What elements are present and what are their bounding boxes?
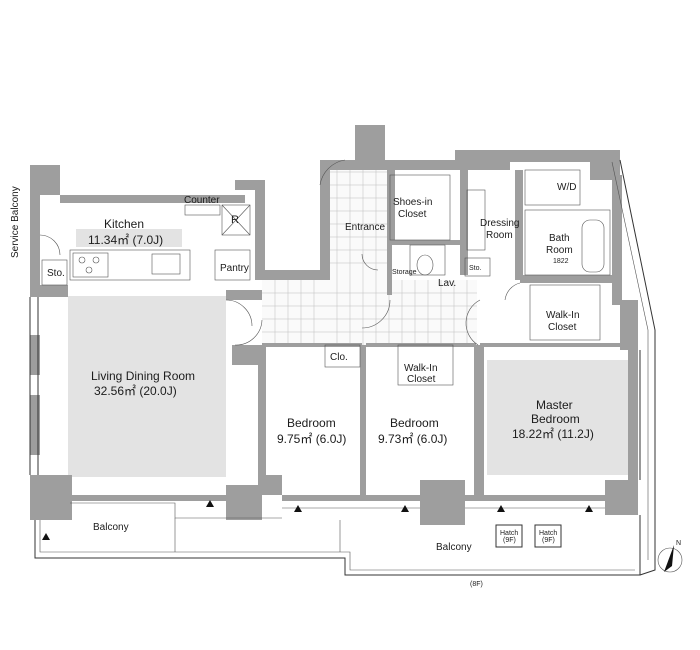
east-outline	[611, 159, 656, 576]
floor-note-label: (8F)	[470, 581, 483, 588]
walkin-master-label-2: Closet	[548, 322, 577, 333]
sto-lav-label: Sto.	[469, 265, 482, 272]
entrance-label: Entrance	[345, 222, 385, 233]
master-bedroom-label-1: Master	[536, 398, 573, 412]
walkin-bed2-label-2: Closet	[407, 374, 436, 385]
service-balcony-label: Service Balcony	[10, 186, 21, 258]
entrance-tiles	[262, 160, 477, 345]
hatch-label-1: Hatch	[500, 530, 518, 537]
hatch-label-2: Hatch	[539, 530, 557, 537]
walkin-master-label-1: Walk-In	[546, 310, 580, 321]
balcony-outline	[34, 502, 641, 576]
living-dining-label: Living Dining Room	[91, 369, 195, 383]
bath-room-label-2: Room	[546, 245, 573, 256]
pantry-label: Pantry	[220, 263, 249, 274]
living-dining-area-label: 32.56㎡ (20.0J)	[94, 384, 177, 398]
bedroom2-area-label: 9.73㎡ (6.0J)	[378, 432, 447, 446]
bedroom1-area-label: 9.75㎡ (6.0J)	[277, 432, 346, 446]
dressing-room-label-1: Dressing	[480, 218, 519, 229]
north-arrow-icon	[657, 545, 683, 573]
hatch-sub-label-2: (9F)	[542, 537, 555, 544]
shoes-in-closet-label-1: Shoes-in	[393, 197, 432, 208]
master-bedroom-area-label: 18.22㎡ (11.2J)	[512, 427, 594, 441]
hatches	[495, 524, 562, 548]
room-labels: Service Balcony Counter Kitchen 11.34㎡ (…	[10, 182, 681, 588]
master-bedroom-shade	[487, 360, 629, 475]
north-label: N	[676, 540, 681, 547]
walkin-bed2-label-1: Walk-In	[404, 363, 438, 374]
hatch-sub-label-1: (9F)	[503, 537, 516, 544]
dressing-room-label-2: Room	[486, 230, 513, 241]
bedroom1-label: Bedroom	[287, 416, 336, 430]
storage-label: Storage	[392, 269, 417, 276]
wd-label: W/D	[557, 182, 576, 193]
lav-label: Lav.	[438, 278, 456, 289]
door-swings	[39, 159, 521, 346]
kitchen-label-shade	[76, 229, 182, 247]
kitchen-area-label: 11.34㎡ (7.0J)	[88, 233, 163, 247]
balcony-right-label: Balcony	[436, 542, 472, 553]
fridge-label: R	[231, 214, 239, 226]
shoes-in-closet-label-2: Closet	[398, 209, 427, 220]
counter-label: Counter	[184, 195, 220, 206]
walls	[30, 125, 638, 525]
bath-room-label-1: Bath	[549, 233, 570, 244]
kitchen-fixtures	[41, 204, 251, 286]
window-markers	[42, 500, 593, 540]
living-room-shade	[68, 296, 226, 477]
kitchen-label: Kitchen	[104, 217, 144, 231]
bedroom2-label: Bedroom	[390, 416, 439, 430]
windows-left	[29, 297, 641, 480]
sto-kitchen-label: Sto.	[47, 268, 65, 279]
clo-label: Clo.	[330, 352, 348, 363]
balcony-left-label: Balcony	[93, 522, 129, 533]
bath-fixtures	[324, 169, 611, 386]
master-bedroom-label-2: Bedroom	[531, 412, 580, 426]
bath-size-label: 1822	[553, 258, 569, 265]
